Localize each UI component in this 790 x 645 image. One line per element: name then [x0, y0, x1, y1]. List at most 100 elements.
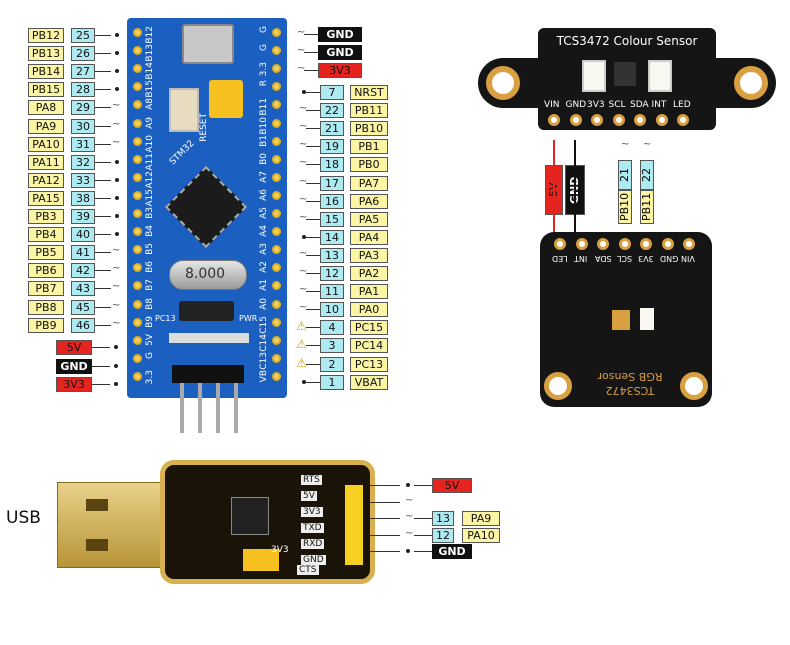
header-hole	[272, 118, 281, 128]
left-pin-leader	[95, 306, 111, 308]
left-pin-name: PB14	[28, 64, 64, 80]
usb-row-leader	[370, 534, 400, 536]
usb-row-wave: ~	[405, 511, 414, 522]
header-hole	[133, 245, 142, 255]
left-power-dot	[114, 345, 118, 349]
left-pin-dot	[115, 33, 119, 37]
right-pin-wave: ~	[299, 121, 308, 133]
header-hole	[272, 209, 281, 218]
right-pin-wave: ~	[299, 247, 308, 259]
tcs-bottom-pin-label: 3V3	[638, 254, 654, 263]
right-pin-name: PA0	[350, 302, 388, 318]
silk-label: B5	[145, 243, 155, 256]
silk-label: G	[145, 351, 155, 359]
header-hole	[133, 281, 142, 291]
right-pin-name: PA2	[350, 266, 388, 281]
silk-label: B0	[259, 152, 269, 165]
usb-label: USB	[6, 508, 41, 528]
tcs-bottom-label-2: RGB Sensor	[597, 370, 663, 383]
right-pin-number: 14	[320, 229, 344, 245]
silk-label: A6	[259, 188, 269, 201]
tcs-bottom-pin-label: SCL	[616, 254, 632, 263]
usb-pin-label: RTS	[301, 475, 322, 485]
right-pin-name: NRST	[350, 85, 388, 100]
silk-label: B1	[259, 134, 269, 147]
header-hole	[272, 245, 281, 255]
tcs-top-pin-label: INT	[651, 100, 667, 110]
right-power-wave: ~	[297, 63, 306, 74]
reset-button	[169, 88, 199, 132]
right-pin-warning-icon: ⚠	[296, 355, 307, 370]
left-pin-name: PB7	[28, 281, 64, 297]
sensor-led-left	[582, 60, 606, 92]
header-hole	[133, 263, 142, 273]
right-pin-wave: ~	[299, 139, 308, 151]
mount-hole-left	[486, 66, 520, 100]
tcs-pb10: PB10	[618, 190, 632, 224]
right-pin-number: 13	[320, 247, 344, 263]
left-pin-number: 46	[71, 317, 95, 333]
silk-label: B6	[145, 261, 155, 274]
usb-jumper	[243, 549, 279, 571]
tcs-top-pin-label: SDA	[630, 100, 649, 110]
left-power-label: 5V	[56, 340, 92, 355]
left-pin-wave: ~	[112, 118, 121, 130]
right-pin-name: PA4	[350, 229, 388, 245]
right-pin-leader	[306, 254, 320, 256]
right-pin-name: PA3	[350, 247, 388, 263]
right-pin-wave: ~	[299, 175, 308, 187]
left-pin-leader	[95, 216, 111, 217]
right-pin-leader	[306, 363, 320, 365]
usb-cts-label: CTS	[297, 565, 319, 575]
micro-usb-port	[182, 24, 234, 64]
left-pin-dot	[115, 214, 119, 218]
left-pin-dot	[115, 87, 119, 92]
left-pin-name: PB15	[28, 82, 64, 98]
usb-row-leader2	[414, 551, 432, 552]
tcs-top-pin-label: VIN	[544, 100, 560, 110]
left-pin-name: PA10	[28, 136, 64, 152]
left-pin-name: PB8	[28, 299, 64, 315]
header-hole	[272, 154, 281, 164]
left-pin-leader	[95, 197, 111, 199]
header-hole	[272, 317, 281, 327]
left-pin-wave: ~	[112, 100, 121, 112]
silk-label: B10	[259, 116, 269, 135]
usb-row-name: GND	[432, 544, 472, 559]
left-pin-leader	[95, 71, 111, 73]
silk-label: C15	[259, 315, 269, 334]
left-pin-leader	[95, 179, 111, 181]
stm32-chip	[164, 165, 248, 249]
right-pin-number: 12	[320, 266, 344, 281]
silk-label: G	[259, 26, 269, 33]
right-power-leader	[304, 34, 318, 35]
right-pin-dot	[302, 234, 306, 239]
left-pin-leader	[95, 35, 111, 36]
right-pin-number: 4	[320, 320, 344, 336]
silk-label: A0	[259, 297, 269, 310]
pwr-label: PWR	[239, 314, 258, 323]
left-pin-number: 40	[71, 227, 95, 243]
right-pin-wave: ~	[299, 157, 308, 169]
right-pin-name: PB11	[350, 103, 388, 119]
header-hole	[133, 136, 142, 146]
silk-label: A4	[259, 225, 269, 237]
header-hole	[272, 299, 281, 309]
right-pin-name: VBAT	[350, 374, 388, 390]
tcs-top-pin-hole	[548, 114, 560, 126]
header-hole	[133, 154, 142, 164]
right-pin-number: 10	[320, 302, 344, 318]
left-pin-wave: ~	[112, 317, 121, 329]
header-hole	[272, 190, 281, 200]
right-power-wave: ~	[297, 27, 306, 38]
right-pin-name: PA1	[350, 284, 388, 300]
right-power-label: 3V3	[318, 63, 362, 78]
right-pin-leader	[306, 92, 320, 93]
tcs-top-pin-label: GND	[565, 100, 587, 110]
header-hole	[133, 353, 142, 363]
silk-label: B13	[145, 44, 155, 62]
tcs-bottom-label-1: TCS3472	[605, 384, 655, 397]
left-pin-name: PA8	[28, 100, 64, 116]
usb-pin-label: RXD	[301, 539, 325, 549]
